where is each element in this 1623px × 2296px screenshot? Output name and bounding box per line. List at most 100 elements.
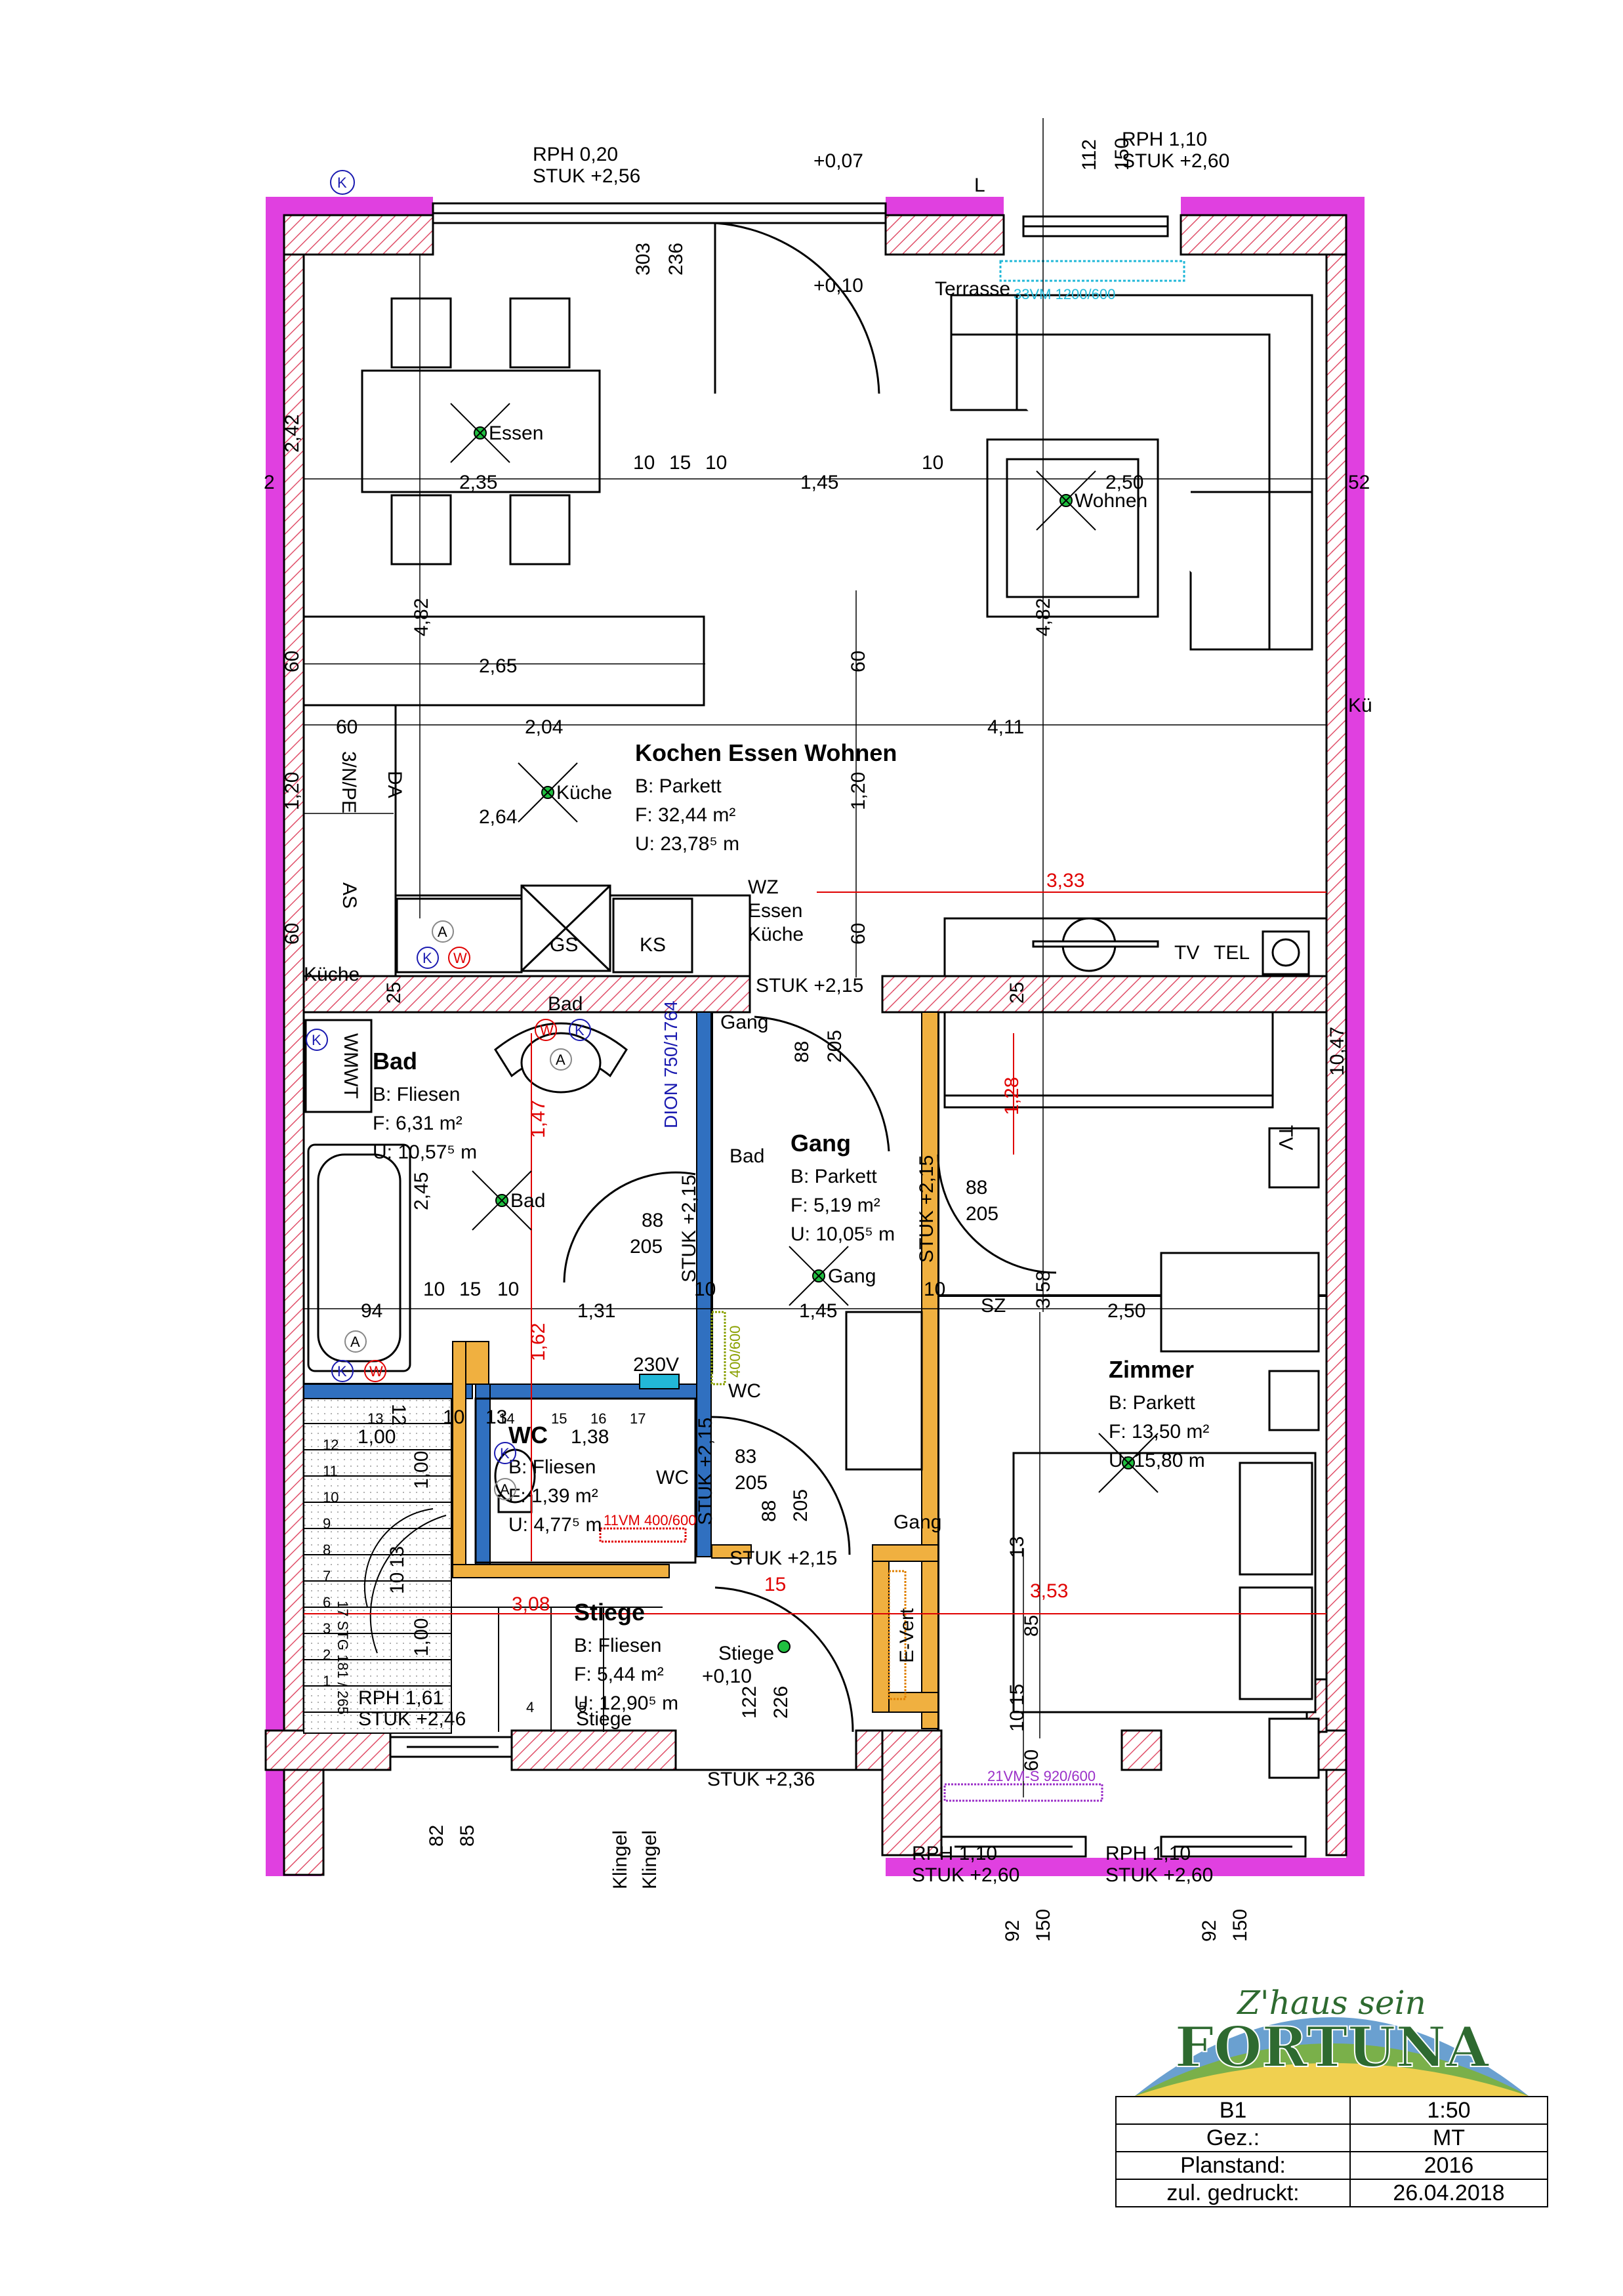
label-klingel2: Klingel <box>639 1830 661 1889</box>
titleblock-drawn-label: Gez.: <box>1115 2123 1351 2152</box>
svg-text:11: 11 <box>323 1463 338 1479</box>
symbol-k-kitchen: K <box>422 950 432 966</box>
svg-text:13: 13 <box>1006 1536 1028 1558</box>
room-kochen-name: Kochen Essen Wohnen <box>635 739 897 766</box>
svg-text:25: 25 <box>1006 982 1028 1004</box>
svg-text:205: 205 <box>824 1030 846 1063</box>
room-stiege-perimeter: U: 12,90⁵ m <box>574 1692 678 1714</box>
red-dimension-texts: 3,33 1,47 1,28 1,62 3,08 15 3,53 <box>512 870 1084 1615</box>
title-block: B1 1:50 Gez.: MT Planstand: 2016 zul. ge… <box>1115 2096 1548 2207</box>
label-dion: DION 750/1764 <box>661 1000 681 1128</box>
svg-text:13: 13 <box>386 1546 408 1568</box>
label-level-stiege: +0,10 <box>702 1666 752 1687</box>
label-gang-switch2: Gang <box>894 1511 941 1533</box>
svg-text:10: 10 <box>705 452 727 474</box>
symbol-k-bad: K <box>575 1022 585 1038</box>
svg-text:10: 10 <box>924 1279 945 1300</box>
svg-text:83: 83 <box>735 1446 756 1467</box>
svg-text:1,00: 1,00 <box>411 1618 432 1656</box>
svg-text:5: 5 <box>579 1699 586 1715</box>
svg-text:226: 226 <box>770 1686 792 1719</box>
symbol-k-wc: K <box>500 1445 510 1462</box>
svg-text:82: 82 <box>426 1825 447 1847</box>
svg-text:85: 85 <box>457 1825 478 1847</box>
kitchen-counter <box>302 615 1328 977</box>
svg-text:205: 205 <box>630 1236 663 1258</box>
svg-text:13: 13 <box>485 1406 507 1428</box>
symbol-k-wm: K <box>312 1032 321 1048</box>
label-rph-161: RPH 1,61 <box>358 1687 443 1709</box>
room-bad-area: F: 6,31 m² <box>373 1113 462 1134</box>
svg-text:16: 16 <box>590 1410 606 1427</box>
label-wz: WZ <box>748 876 779 898</box>
svg-text:1,38: 1,38 <box>571 1426 609 1448</box>
svg-text:60: 60 <box>1021 1750 1042 1771</box>
label-radiator-kwe: 33VM 1200/600 <box>1014 286 1115 302</box>
label-tel: TEL <box>1214 942 1250 964</box>
red-dimension-lines <box>304 892 1326 1614</box>
label-wmwt: WMWT <box>340 1033 361 1099</box>
symbol-a-wc: A <box>500 1481 510 1498</box>
svg-text:10: 10 <box>423 1279 445 1300</box>
svg-text:88: 88 <box>758 1500 780 1522</box>
window-bottom-zimmer-left <box>940 1835 1087 1858</box>
svg-text:1,45: 1,45 <box>800 472 838 493</box>
svg-text:122: 122 <box>739 1686 760 1719</box>
svg-text:15: 15 <box>1006 1684 1028 1706</box>
svg-text:4,11: 4,11 <box>987 716 1024 738</box>
label-tv: TV <box>1174 942 1199 964</box>
label-evert: E-Vert <box>896 1608 918 1663</box>
label-kueche: Küche <box>556 782 612 804</box>
label-stuk-bl: STUK +2,60 <box>912 1864 1019 1886</box>
svg-text:10: 10 <box>443 1406 464 1428</box>
dimension-texts: 303 236 112 150 2,42 2 2,35 10 15 10 1,4… <box>264 138 1370 1942</box>
svg-text:1,00: 1,00 <box>411 1451 432 1489</box>
fortuna-logo: Z'haus sein FORTUNA <box>1135 1984 1529 2096</box>
label-ks: KS <box>640 934 666 956</box>
room-kochen-floor: B: Parkett <box>635 775 722 797</box>
svg-text:150: 150 <box>1111 138 1133 171</box>
symbol-a-tub: A <box>350 1334 360 1350</box>
label-wc-switch: WC <box>656 1467 689 1488</box>
bed <box>1012 1127 1320 1779</box>
label-bad-light: Bad <box>510 1190 545 1212</box>
svg-text:3,58: 3,58 <box>1033 1271 1054 1309</box>
svg-text:3,53: 3,53 <box>1030 1580 1068 1602</box>
svg-text:10: 10 <box>694 1279 716 1300</box>
svg-text:94: 94 <box>361 1300 382 1322</box>
room-gang-area: F: 5,19 m² <box>791 1195 880 1216</box>
label-stuk-246: STUK +2,46 <box>358 1708 466 1730</box>
window-top-left <box>432 202 887 224</box>
svg-text:112: 112 <box>1079 139 1100 171</box>
label-rph-br: RPH 1,10 <box>1105 1843 1191 1864</box>
socket-230v <box>639 1374 680 1389</box>
label-stuk-br: STUK +2,60 <box>1105 1864 1213 1886</box>
label-terrasse: Terrasse <box>935 278 1010 300</box>
svg-text:14: 14 <box>499 1410 514 1427</box>
label-rph-top-right: RPH 1,10 <box>1122 129 1207 150</box>
room-zimmer-area: F: 13,50 m² <box>1109 1421 1209 1443</box>
symbol-k-top: K <box>337 174 347 191</box>
label-l: L <box>974 174 985 196</box>
doors <box>563 222 1057 1732</box>
room-bad-floor: B: Fliesen <box>373 1084 460 1105</box>
svg-text:205: 205 <box>790 1489 812 1522</box>
svg-text:2,35: 2,35 <box>459 472 497 493</box>
label-essen2: Essen <box>748 900 802 922</box>
label-level-010: +0,10 <box>813 275 863 297</box>
label-gang-light: Gang <box>828 1265 876 1287</box>
label-stuk-215-b: STUK +2,15 <box>678 1175 700 1282</box>
svg-text:12: 12 <box>388 1404 409 1425</box>
label-stuk-215-c: STUK +2,15 <box>916 1155 937 1263</box>
titleblock-printed-label: zul. gedruckt: <box>1115 2179 1351 2207</box>
label-tv2: TV <box>1275 1125 1296 1150</box>
room-gang-perimeter: U: 10,05⁵ m <box>791 1223 895 1245</box>
symbol-w-kitchen: W <box>453 950 467 966</box>
wardrobe-gang <box>845 1011 1320 1471</box>
room-wc-floor: B: Fliesen <box>508 1456 596 1478</box>
svg-text:60: 60 <box>281 923 303 945</box>
svg-text:1,47: 1,47 <box>527 1100 549 1138</box>
svg-text:88: 88 <box>642 1210 663 1231</box>
room-bad-name: Bad <box>373 1048 417 1075</box>
